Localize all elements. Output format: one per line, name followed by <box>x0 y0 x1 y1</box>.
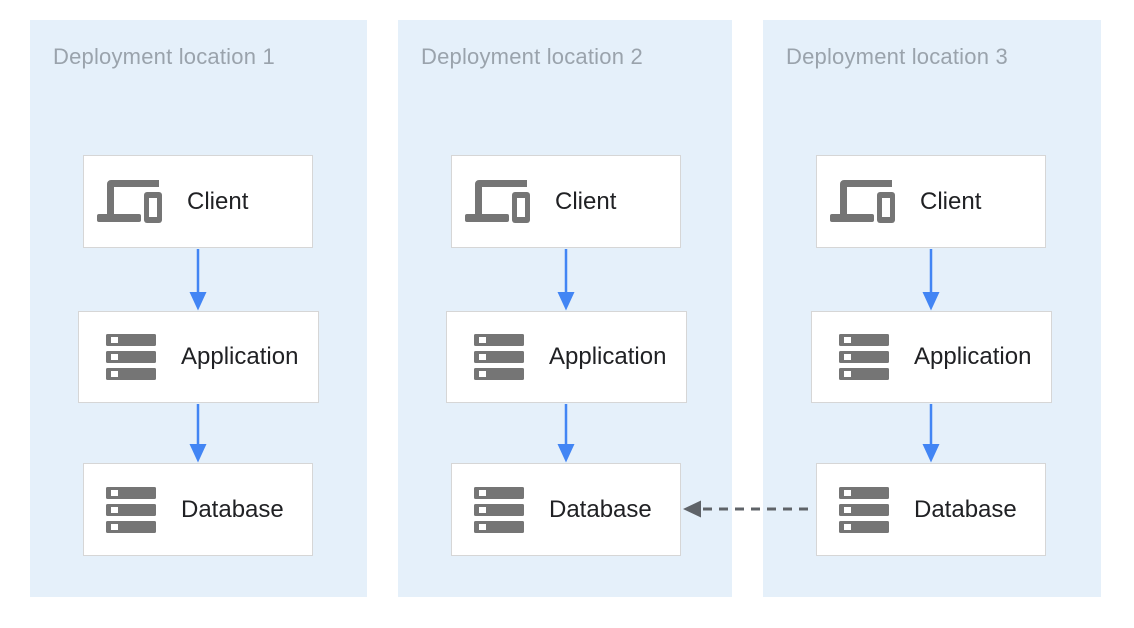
node-label: Client <box>187 187 249 215</box>
storage-icon <box>839 334 889 380</box>
storage-icon <box>839 486 889 533</box>
node-client-3: Client <box>816 155 1046 248</box>
node-application-3: Application <box>811 311 1052 403</box>
node-label: Database <box>914 495 1017 523</box>
node-database-1: Database <box>83 463 313 556</box>
storage-icon <box>474 334 524 380</box>
node-label: Client <box>920 187 982 215</box>
node-client-2: Client <box>451 155 681 248</box>
node-label: Database <box>549 495 652 523</box>
node-label: Application <box>181 343 299 370</box>
node-client-1: Client <box>83 155 313 248</box>
node-label: Client <box>555 187 617 215</box>
node-label: Application <box>549 343 667 370</box>
storage-icon <box>106 334 156 380</box>
devices-icon <box>465 180 530 223</box>
panel-deployment-location-2: Deployment location 2 Client <box>398 20 732 597</box>
storage-icon <box>474 486 524 533</box>
devices-icon <box>830 180 895 223</box>
panel-deployment-location-1: Deployment location 1 Client <box>30 20 367 597</box>
node-application-1: Application <box>78 311 319 403</box>
panel-title: Deployment location 2 <box>421 44 643 69</box>
storage-icon <box>106 486 156 533</box>
node-database-2: Database <box>451 463 681 556</box>
panel-title: Deployment location 3 <box>786 44 1008 69</box>
panel-title: Deployment location 1 <box>53 44 275 69</box>
node-application-2: Application <box>446 311 687 403</box>
node-label: Database <box>181 495 284 523</box>
devices-icon <box>97 180 162 223</box>
node-label: Application <box>914 343 1032 370</box>
panel-deployment-location-3: Deployment location 3 Client <box>763 20 1101 597</box>
node-database-3: Database <box>816 463 1046 556</box>
